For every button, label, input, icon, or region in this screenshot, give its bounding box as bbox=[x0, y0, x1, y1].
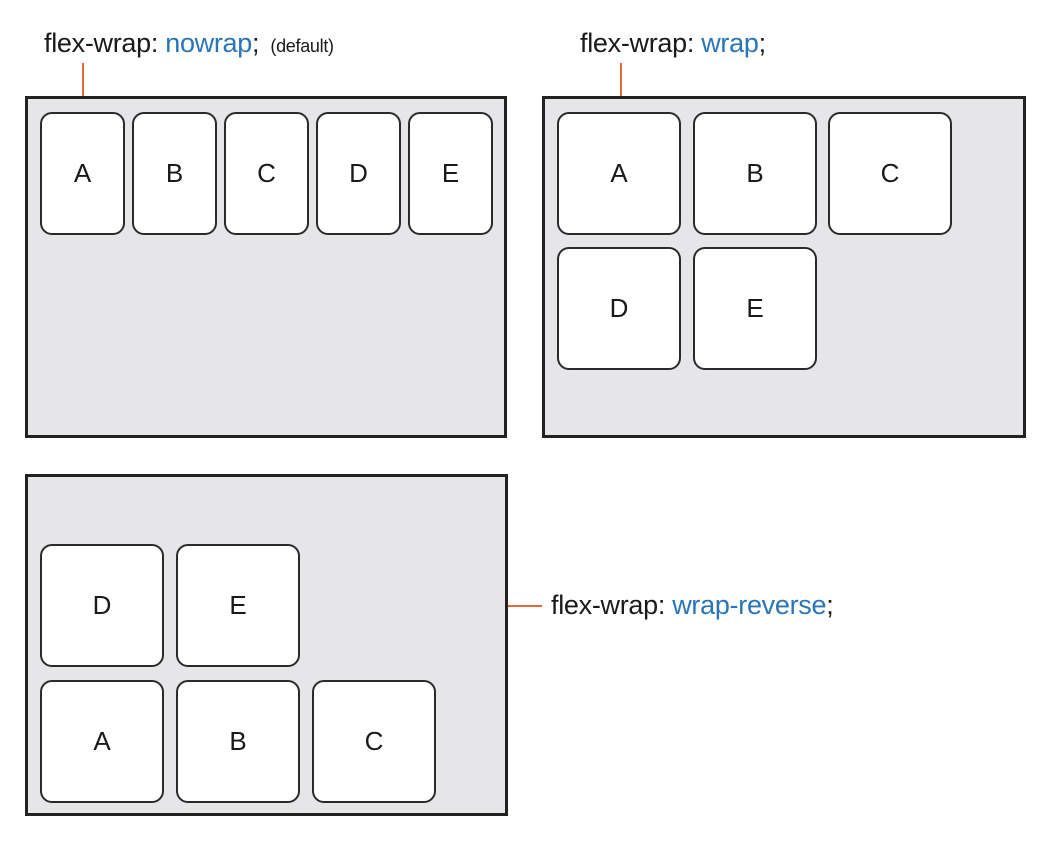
wrap-reverse-item-e: E bbox=[176, 544, 300, 667]
nowrap-container: A B C D E bbox=[25, 96, 507, 438]
wrap-item-e: E bbox=[693, 247, 817, 370]
wrap-leader-line bbox=[620, 63, 622, 96]
nowrap-item-a: A bbox=[40, 112, 125, 235]
nowrap-property: flex-wrap: bbox=[44, 28, 159, 58]
wrap-reverse-container: D E A B C bbox=[25, 474, 508, 816]
wrap-reverse-label: flex-wrap: wrap-reverse; bbox=[551, 590, 834, 620]
wrap-reverse-item-b: B bbox=[176, 680, 300, 803]
wrap-reverse-semicolon: ; bbox=[826, 590, 834, 620]
wrap-reverse-item-c: C bbox=[312, 680, 436, 803]
wrap-value: wrap bbox=[701, 28, 759, 58]
wrap-item-c: C bbox=[828, 112, 952, 235]
wrap-item-b: B bbox=[693, 112, 817, 235]
nowrap-item-d: D bbox=[316, 112, 401, 235]
nowrap-item-b: B bbox=[132, 112, 217, 235]
wrap-property: flex-wrap: bbox=[580, 28, 695, 58]
wrap-reverse-property: flex-wrap: bbox=[551, 590, 666, 620]
wrap-reverse-item-a: A bbox=[40, 680, 164, 803]
nowrap-value: nowrap bbox=[165, 28, 252, 58]
wrap-item-d: D bbox=[557, 247, 681, 370]
nowrap-leader-line bbox=[82, 63, 84, 96]
nowrap-default-note: (default) bbox=[270, 36, 334, 56]
wrap-reverse-value: wrap-reverse bbox=[672, 590, 827, 620]
wrap-container: A B C D E bbox=[542, 96, 1026, 438]
nowrap-label: flex-wrap: nowrap; (default) bbox=[44, 30, 334, 57]
nowrap-semicolon: ; bbox=[252, 28, 260, 58]
wrap-semicolon: ; bbox=[758, 28, 767, 58]
wrap-reverse-item-d: D bbox=[40, 544, 164, 667]
wrap-reverse-leader-line bbox=[508, 605, 542, 607]
nowrap-item-c: C bbox=[224, 112, 309, 235]
wrap-label: flex-wrap: wrap; bbox=[580, 30, 766, 57]
wrap-item-a: A bbox=[557, 112, 681, 235]
nowrap-item-e: E bbox=[408, 112, 493, 235]
